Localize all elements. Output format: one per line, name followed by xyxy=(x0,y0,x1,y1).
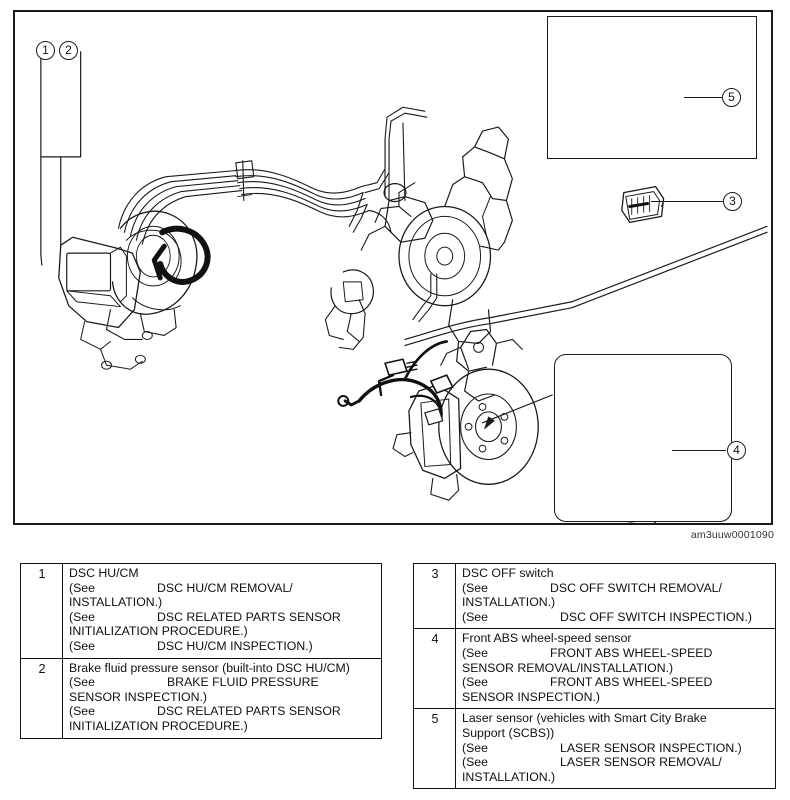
legend-procedure-reference: DSC OFF SWITCH REMOVAL/ xyxy=(549,580,722,595)
legend-procedure-reference: DSC RELATED PARTS SENSOR xyxy=(156,704,341,719)
legend-text-line: INITIALIZATION PROCEDURE.) xyxy=(69,624,248,639)
legend-text-line: SENSOR INSPECTION.) xyxy=(462,689,601,704)
leader-line-callout-4 xyxy=(672,450,726,452)
legend-text-line: Brake fluid pressure sensor (built-into … xyxy=(69,660,350,675)
legend-see-label: (See xyxy=(462,580,488,595)
legend-procedure-reference: DSC OFF SWITCH INSPECTION.) xyxy=(559,609,752,624)
legend-row-number: 2 xyxy=(21,657,63,738)
illustration-frame xyxy=(13,10,773,525)
legend-procedure-reference: DSC HU/CM INSPECTION.) xyxy=(156,638,313,653)
legend-see-label: (See xyxy=(69,638,95,653)
callout-4: 4 xyxy=(727,441,746,460)
legend-text-line: (See DSC RELATED PARTS SENSOR xyxy=(69,610,378,625)
legend-text-line: (See DSC OFF SWITCH INSPECTION.) xyxy=(462,610,772,625)
legend-see-label: (See xyxy=(462,740,488,755)
legend-text-line: SENSOR REMOVAL/INSTALLATION.) xyxy=(462,660,674,675)
legend-text-line: (See LASER SENSOR INSPECTION.) xyxy=(462,741,772,756)
legend-text-line: DSC OFF switch xyxy=(462,566,554,580)
legend-text-line: Laser sensor (vehicles with Smart City B… xyxy=(462,711,707,726)
legend-text-line: (See FRONT ABS WHEEL-SPEED xyxy=(462,675,772,690)
callout-3: 3 xyxy=(723,192,742,211)
legend-text-line: INSTALLATION.) xyxy=(462,595,556,610)
legend-row: 2 Brake fluid pressure sensor (built-into… xyxy=(21,657,381,738)
legend-text-line: (See DSC RELATED PARTS SENSOR xyxy=(69,704,378,719)
legend-procedure-reference: DSC RELATED PARTS SENSOR xyxy=(156,609,341,624)
legend-text-line: INITIALIZATION PROCEDURE.) xyxy=(69,718,248,733)
callout-5: 5 xyxy=(722,88,741,107)
legend-row-number: 1 xyxy=(21,564,63,659)
callout-2: 2 xyxy=(59,41,78,60)
legend-procedure-reference: LASER SENSOR INSPECTION.) xyxy=(559,740,742,755)
leader-line-callout-3 xyxy=(651,201,723,203)
legend-procedure-reference: LASER SENSOR REMOVAL/ xyxy=(559,755,722,770)
legend-see-label: (See xyxy=(69,704,95,719)
legend-text-line: INSTALLATION.) xyxy=(69,595,163,610)
legend-text-line: Front ABS wheel-speed sensor xyxy=(462,631,632,646)
legend-see-label: (See xyxy=(69,675,95,690)
legend-text-line: (See DSC HU/CM REMOVAL/ xyxy=(69,581,378,596)
legend-procedure-reference: FRONT ABS WHEEL-SPEED xyxy=(549,675,713,690)
legend-row-number: 4 xyxy=(414,628,456,709)
legend-row-number: 3 xyxy=(414,564,456,629)
legend-text-line: (See LASER SENSOR REMOVAL/ xyxy=(462,755,772,770)
legend-procedure-reference: DSC HU/CM REMOVAL/ xyxy=(156,580,293,595)
legend-procedure-reference: FRONT ABS WHEEL-SPEED xyxy=(549,645,713,660)
legend-see-label: (See xyxy=(462,645,488,660)
callout-1: 1 xyxy=(36,41,55,60)
figure-id-watermark: am3uuw0001090 xyxy=(690,529,774,541)
leader-line-callout-5 xyxy=(684,97,722,99)
legend-text-line: INSTALLATION.) xyxy=(462,769,556,784)
legend-text-line: (See DSC OFF SWITCH REMOVAL/ xyxy=(462,581,772,596)
legend-see-label: (See xyxy=(462,609,488,624)
legend-see-label: (See xyxy=(69,609,95,624)
legend-procedure-reference: BRAKE FLUID PRESSURE xyxy=(166,675,319,690)
legend-see-label: (See xyxy=(462,675,488,690)
legend-row-description: Laser sensor (vehicles with Smart City B… xyxy=(455,708,775,789)
legend-row-number: 5 xyxy=(414,708,456,789)
legend-text-line: (See DSC HU/CM INSPECTION.) xyxy=(69,639,378,654)
legend-text-line: Support (SCBS)) xyxy=(462,725,555,740)
legend-text-line: SENSOR INSPECTION.) xyxy=(69,689,208,704)
legend-row-description: Brake fluid pressure sensor (built-into … xyxy=(62,657,381,738)
legend-text-line: (See BRAKE FLUID PRESSURE xyxy=(69,675,378,690)
legend-see-label: (See xyxy=(462,755,488,770)
front-abs-sensor-inset xyxy=(554,354,732,522)
legend-row: 5 Laser sensor (vehicles with Smart City … xyxy=(414,708,775,789)
legend-see-label: (See xyxy=(69,580,95,595)
laser-sensor-inset xyxy=(547,16,757,159)
legend-text-line: (See FRONT ABS WHEEL-SPEED xyxy=(462,646,772,661)
legend-text-line: DSC HU/CM xyxy=(69,566,139,580)
